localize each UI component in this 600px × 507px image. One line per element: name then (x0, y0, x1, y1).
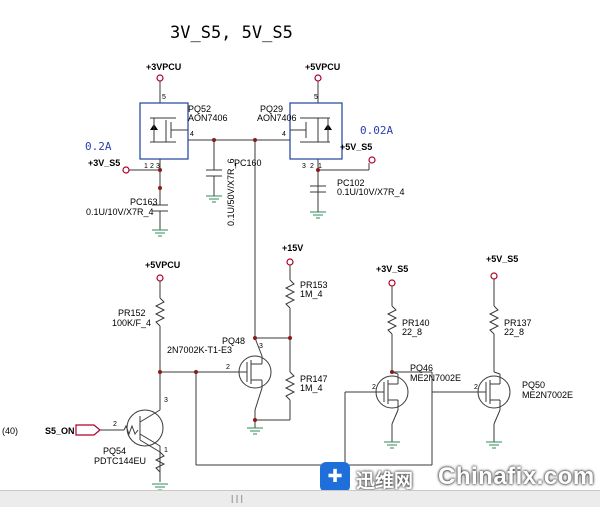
svg-text:4: 4 (282, 131, 286, 138)
svg-text:2: 2 (150, 163, 154, 170)
pr152-ref: PR152 (118, 308, 146, 318)
pr153-ref: PR153 (300, 280, 328, 290)
pr147-value: 1M_4 (300, 383, 323, 393)
pc102-ref: PC102 (337, 178, 365, 188)
pr140-value: 22_8 (402, 327, 422, 337)
mosfet-pq50: 2 PQ50 ME2N7002E (432, 371, 573, 449)
svg-text:1: 1 (164, 447, 168, 454)
transistor-pq54: 2 3 1 PQ54 PDTC144EU (94, 395, 168, 491)
svg-text:5: 5 (314, 94, 318, 101)
pq54-ref: PQ54 (103, 446, 126, 456)
mosfet-pq48: 2 3 PQ48 2N7002K-T1-E3 (167, 336, 272, 435)
pq29-part: AON7406 (257, 113, 297, 123)
watermark-chinese: 迅维网 (356, 470, 414, 492)
svg-text:1: 1 (144, 163, 148, 170)
svg-text:2: 2 (310, 163, 314, 170)
pc160-value: 0.1U/50V/X7R_6 (226, 158, 236, 226)
rail-5v-s5-right-label: +5V_S5 (340, 142, 372, 152)
horizontal-scrollbar[interactable]: ||| (0, 490, 600, 507)
rail-5vpcu-mid-label: +5VPCU (145, 260, 180, 270)
svg-text:3: 3 (302, 163, 306, 170)
svg-text:2: 2 (226, 364, 230, 371)
pr152-value: 100K/F_4 (112, 318, 151, 328)
capacitor-pc163: PC163 0.1U/10V/X7R_4 (86, 197, 168, 237)
mosfet-pq52: 5 1 2 3 4 PQ52 AON7406 (139, 94, 228, 170)
pq50-part: ME2N7002E (522, 390, 573, 400)
scrollbar-thumb[interactable]: ||| (229, 494, 245, 503)
pr153-value: 1M_4 (300, 289, 323, 299)
pr137-ref: PR137 (504, 318, 532, 328)
svg-text:5: 5 (162, 94, 166, 101)
rail-5vpcu-top: +5VPCU (305, 62, 340, 103)
svg-text:2: 2 (474, 384, 478, 391)
pq46-ref: PQ46 (410, 363, 433, 373)
pr140-ref: PR140 (402, 318, 430, 328)
s5-on-label: S5_ON (45, 426, 75, 436)
svg-text:4: 4 (190, 131, 194, 138)
output-5v-s5: 0.02A +5V_S5 (316, 124, 393, 210)
rail-3v-s5-mid-label: +3V_S5 (376, 264, 408, 274)
pq52-part: AON7406 (188, 113, 228, 123)
current-right: 0.02A (360, 124, 393, 137)
chinafix-logo-icon: ✚ (320, 462, 350, 492)
mosfet-pq46: 2 PQ46 ME2N7002E (345, 363, 461, 449)
resistor-pr137: PR137 22_8 (488, 305, 532, 372)
svg-text:1: 1 (318, 163, 322, 170)
s5-on-ref: (40) (2, 426, 18, 436)
schematic-title: 3V_S5, 5V_S5 (170, 23, 293, 43)
pq46-part: ME2N7002E (410, 373, 461, 383)
watermark-english: Chinafix.com (438, 463, 595, 490)
rail-3vpcu-top-label: +3VPCU (146, 62, 181, 72)
pr147-ref: PR147 (300, 374, 328, 384)
signal-s5-on: (40) S5_ON (2, 424, 124, 436)
pq52-ref: PQ52 (188, 104, 211, 114)
rail-15v: +15V (282, 243, 303, 280)
mosfet-pq29: 5 4 3 2 1 PQ29 AON7406 (257, 94, 343, 170)
pc160-ref: PC160 (234, 158, 262, 168)
pq50-ref: PQ50 (522, 380, 545, 390)
svg-text:3: 3 (156, 163, 160, 170)
rail-3v-s5-left-label: +3V_S5 (88, 158, 120, 168)
rail-5vpcu-mid: +5VPCU (145, 260, 180, 298)
svg-text:3: 3 (164, 397, 168, 404)
svg-text:2: 2 (113, 421, 117, 428)
resistor-pr153: PR153 1M_4 (255, 279, 328, 372)
pq48-ref: PQ48 (222, 336, 245, 346)
pq48-part: 2N7002K-T1-E3 (167, 345, 232, 355)
capacitor-pc160: PC160 0.1U/50V/X7R_6 (206, 140, 262, 226)
svg-text:2: 2 (372, 384, 376, 391)
pq29-ref: PQ29 (260, 104, 283, 114)
pc163-ref: PC163 (130, 197, 158, 207)
rail-15v-label: +15V (282, 243, 303, 253)
resistor-pr152: PR152 100K/F_4 (112, 297, 166, 395)
rail-5vpcu-top-label: +5VPCU (305, 62, 340, 72)
watermark: ✚ 迅维网 Chinafix.com (320, 458, 600, 496)
pc163-value: 0.1U/10V/X7R_4 (86, 207, 154, 217)
pq54-part: PDTC144EU (94, 456, 146, 466)
rail-3v-s5-mid: +3V_S5 (376, 264, 408, 306)
rail-5v-s5-far: +5V_S5 (486, 254, 518, 306)
pr137-value: 22_8 (504, 327, 524, 337)
current-left: 0.2A (85, 140, 112, 153)
capacitor-pc102: PC102 0.1U/10V/X7R_4 (310, 178, 405, 219)
pc102-value: 0.1U/10V/X7R_4 (337, 187, 405, 197)
rail-5v-s5-far-label: +5V_S5 (486, 254, 518, 264)
resistor-pr140: PR140 22_8 (386, 305, 430, 372)
rail-3vpcu-top: +3VPCU (146, 62, 181, 103)
resistor-pr147: PR147 1M_4 (255, 371, 328, 421)
svg-text:3: 3 (259, 343, 263, 350)
output-3v-s5: 0.2A +3V_S5 (85, 140, 162, 198)
